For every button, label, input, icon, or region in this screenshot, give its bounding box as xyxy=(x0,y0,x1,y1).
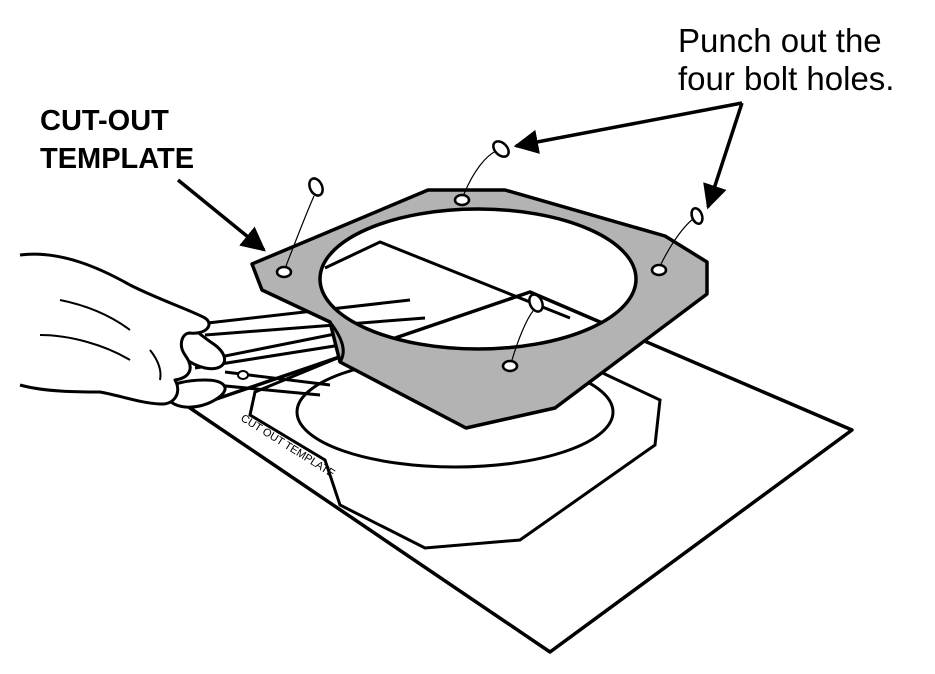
punch-instruction-line2: four bolt holes. xyxy=(678,60,895,97)
cutout-template-ring xyxy=(250,188,709,430)
template-lip xyxy=(328,321,345,363)
motion-line xyxy=(285,195,315,267)
cutout-template-label-line2: TEMPLATE xyxy=(40,143,195,175)
punch-arrow-left xyxy=(513,101,743,154)
cutout-template-label-line1: CUT-OUT xyxy=(40,105,169,137)
bolt-hole xyxy=(453,193,471,207)
hand xyxy=(19,252,211,406)
bolt-hole xyxy=(275,265,293,279)
punch-arrow-right xyxy=(703,102,744,210)
punch-instruction-line1: Punch out the xyxy=(678,22,882,59)
cut-strip xyxy=(189,298,411,327)
punched-disc xyxy=(308,177,324,197)
cutout-template-arrow xyxy=(176,178,266,252)
bolt-hole xyxy=(501,359,519,373)
motion-line xyxy=(463,150,497,195)
motion-line xyxy=(660,218,694,265)
scissors xyxy=(163,316,361,409)
punched-disc xyxy=(690,207,704,225)
motion-line xyxy=(511,310,534,361)
punched-disc xyxy=(492,140,510,158)
punched-disc xyxy=(528,293,544,313)
sheet-line-through xyxy=(324,240,571,320)
paper-sheet xyxy=(188,290,854,654)
bolt-hole xyxy=(650,263,668,277)
cut-strip xyxy=(204,316,426,337)
